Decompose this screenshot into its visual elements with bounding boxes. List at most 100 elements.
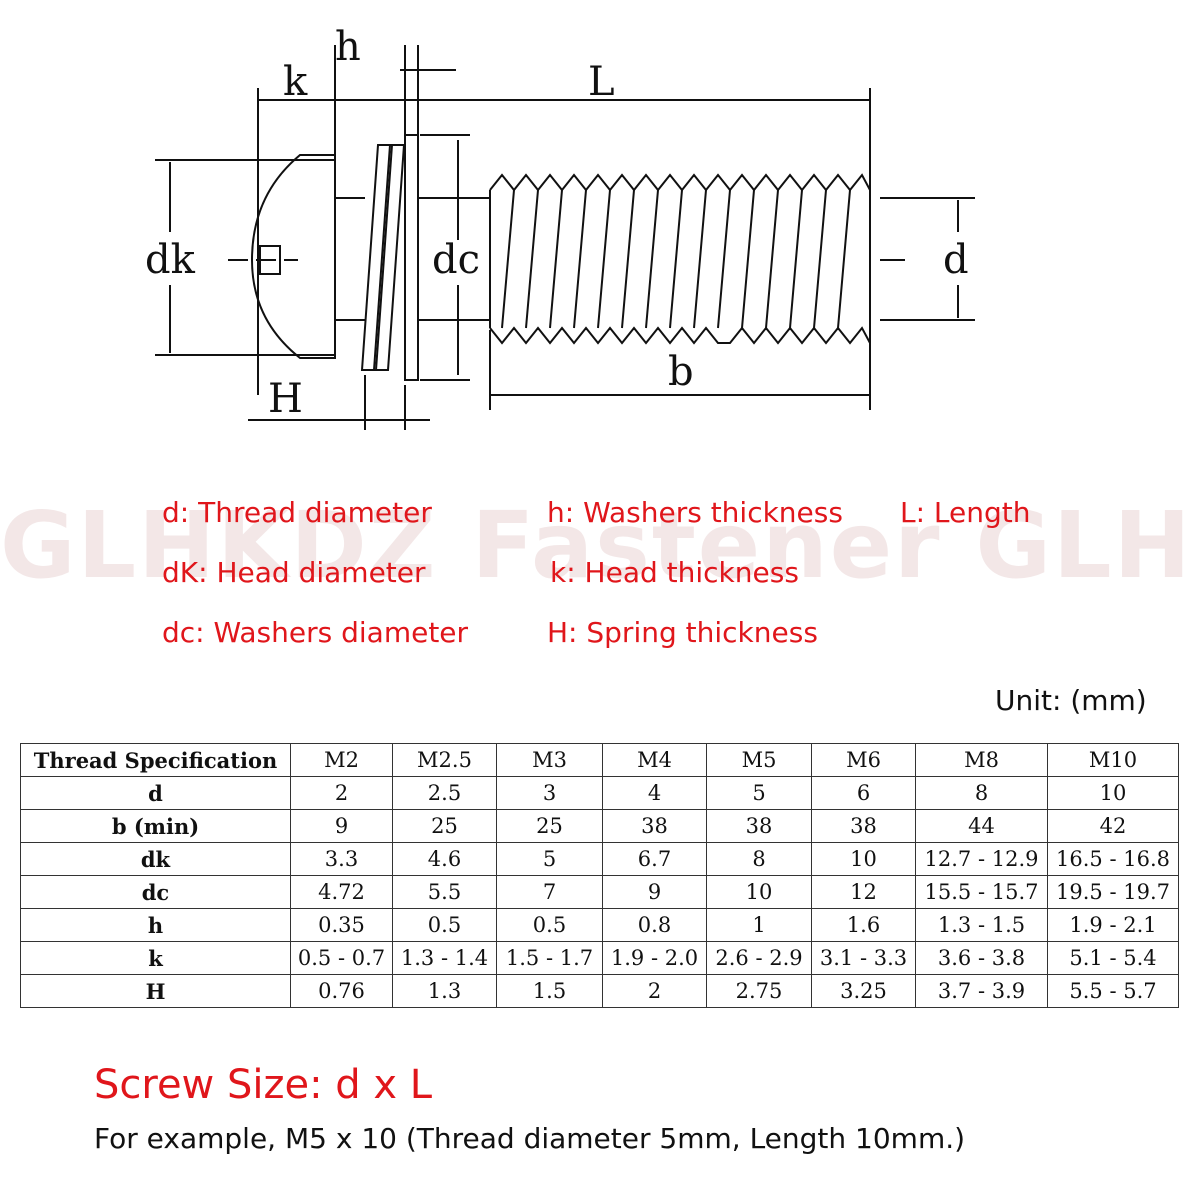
table-row: h 0.35 0.5 0.5 0.8 1 1.6 1.3 - 1.5 1.9 -…: [20, 908, 1179, 942]
table-header-cell: M3: [496, 743, 603, 777]
table-cell: H: [20, 974, 291, 1008]
table-row: b (min) 9 25 25 38 38 38 44 42: [20, 809, 1179, 843]
legend-dk: dK: Head diameter: [162, 556, 426, 589]
label-dk: dk: [145, 237, 196, 283]
table-cell: 12: [811, 875, 916, 909]
table-cell: 3.25: [811, 974, 916, 1008]
table-cell: 2: [602, 974, 707, 1008]
table-cell: 1.9 - 2.1: [1047, 908, 1179, 942]
table-cell: 9: [290, 809, 393, 843]
table-cell: 5: [706, 776, 812, 810]
table-header-cell: M6: [811, 743, 916, 777]
watermark: GLHKDZ Fastener GLHKDZ: [0, 492, 1200, 592]
table-cell: 6: [811, 776, 916, 810]
table-row: dk 3.3 4.6 5 6.7 8 10 12.7 - 12.9 16.5 -…: [20, 842, 1179, 876]
unit-label: Unit: (mm): [995, 684, 1147, 717]
table-row: d 2 2.5 3 4 5 6 8 10: [20, 776, 1179, 810]
table-cell: 44: [915, 809, 1048, 843]
table-cell: 0.76: [290, 974, 393, 1008]
table-cell: 15.5 - 15.7: [915, 875, 1048, 909]
table-cell: 1.3 - 1.4: [392, 941, 497, 975]
table-cell: 3: [496, 776, 603, 810]
table-cell: 1.5 - 1.7: [496, 941, 603, 975]
table-cell: dk: [20, 842, 291, 876]
table-cell: 2.75: [706, 974, 812, 1008]
table-cell: k: [20, 941, 291, 975]
label-k: k: [283, 59, 308, 105]
table-cell: 1.3: [392, 974, 497, 1008]
table-cell: 0.35: [290, 908, 393, 942]
table-cell: dc: [20, 875, 291, 909]
legend-k: k: Head thickness: [550, 556, 799, 589]
table-cell: d: [20, 776, 291, 810]
table-header-cell: Thread Specification: [20, 743, 291, 777]
label-H: H: [268, 376, 303, 422]
table-cell: 1.5: [496, 974, 603, 1008]
table-cell: b (min): [20, 809, 291, 843]
table-cell: 5.1 - 5.4: [1047, 941, 1179, 975]
table-cell: 8: [915, 776, 1048, 810]
table-cell: 10: [1047, 776, 1179, 810]
label-L: L: [588, 59, 615, 105]
table-cell: 42: [1047, 809, 1179, 843]
legend-h: h: Washers thickness: [547, 496, 843, 529]
table-header-cell: M10: [1047, 743, 1179, 777]
table-cell: 3.3: [290, 842, 393, 876]
table-cell: 38: [602, 809, 707, 843]
screw-size-title: Screw Size: d x L: [94, 1062, 433, 1108]
table-cell: 16.5 - 16.8: [1047, 842, 1179, 876]
table-header-cell: M2.5: [392, 743, 497, 777]
table-cell: 10: [706, 875, 812, 909]
table-cell: 5.5: [392, 875, 497, 909]
spec-table: Thread Specification M2 M2.5 M3 M4 M5 M6…: [20, 743, 1179, 1008]
legend-d: d: Thread diameter: [162, 496, 432, 529]
table-cell: 2.6 - 2.9: [706, 941, 812, 975]
table-row: k 0.5 - 0.7 1.3 - 1.4 1.5 - 1.7 1.9 - 2.…: [20, 941, 1179, 975]
table-cell: 2.5: [392, 776, 497, 810]
table-cell: 3.7 - 3.9: [915, 974, 1048, 1008]
table-header-cell: M2: [290, 743, 393, 777]
table-header-cell: M4: [602, 743, 707, 777]
table-header-cell: M8: [915, 743, 1048, 777]
table-cell: 12.7 - 12.9: [915, 842, 1048, 876]
table-cell: 1: [706, 908, 812, 942]
legend-H: H: Spring thickness: [547, 616, 818, 649]
table-cell: 2: [290, 776, 393, 810]
table-cell: 6.7: [602, 842, 707, 876]
table-cell: 3.6 - 3.8: [915, 941, 1048, 975]
table-cell: 1.6: [811, 908, 916, 942]
table-cell: 5: [496, 842, 603, 876]
table-cell: 19.5 - 19.7: [1047, 875, 1179, 909]
table-cell: 1.3 - 1.5: [915, 908, 1048, 942]
table-cell: 7: [496, 875, 603, 909]
table-cell: 5.5 - 5.7: [1047, 974, 1179, 1008]
table-header-row: Thread Specification M2 M2.5 M3 M4 M5 M6…: [20, 743, 1179, 777]
table-row: dc 4.72 5.5 7 9 10 12 15.5 - 15.7 19.5 -…: [20, 875, 1179, 909]
table-cell: 10: [811, 842, 916, 876]
label-b: b: [668, 349, 694, 395]
table-cell: 3.1 - 3.3: [811, 941, 916, 975]
legend-dc: dc: Washers diameter: [162, 616, 469, 649]
table-cell: 25: [392, 809, 497, 843]
example-text: For example, M5 x 10 (Thread diameter 5m…: [94, 1122, 966, 1155]
table-cell: 4.72: [290, 875, 393, 909]
table-cell: 38: [811, 809, 916, 843]
label-dc: dc: [432, 237, 480, 283]
table-cell: 0.8: [602, 908, 707, 942]
table-cell: 0.5: [392, 908, 497, 942]
legend-L: L: Length: [900, 496, 1031, 529]
table-cell: 0.5: [496, 908, 603, 942]
table-cell: 1.9 - 2.0: [602, 941, 707, 975]
table-cell: 8: [706, 842, 812, 876]
label-h: h: [335, 24, 361, 70]
table-cell: 9: [602, 875, 707, 909]
table-header-cell: M5: [706, 743, 812, 777]
table-cell: 4: [602, 776, 707, 810]
table-row: H 0.76 1.3 1.5 2 2.75 3.25 3.7 - 3.9 5.5…: [20, 974, 1179, 1008]
table-cell: 4.6: [392, 842, 497, 876]
table-cell: 38: [706, 809, 812, 843]
table-cell: 25: [496, 809, 603, 843]
table-cell: h: [20, 908, 291, 942]
screw-dimension-diagram: h k L dk dc d b H: [145, 24, 975, 430]
table-cell: 0.5 - 0.7: [290, 941, 393, 975]
